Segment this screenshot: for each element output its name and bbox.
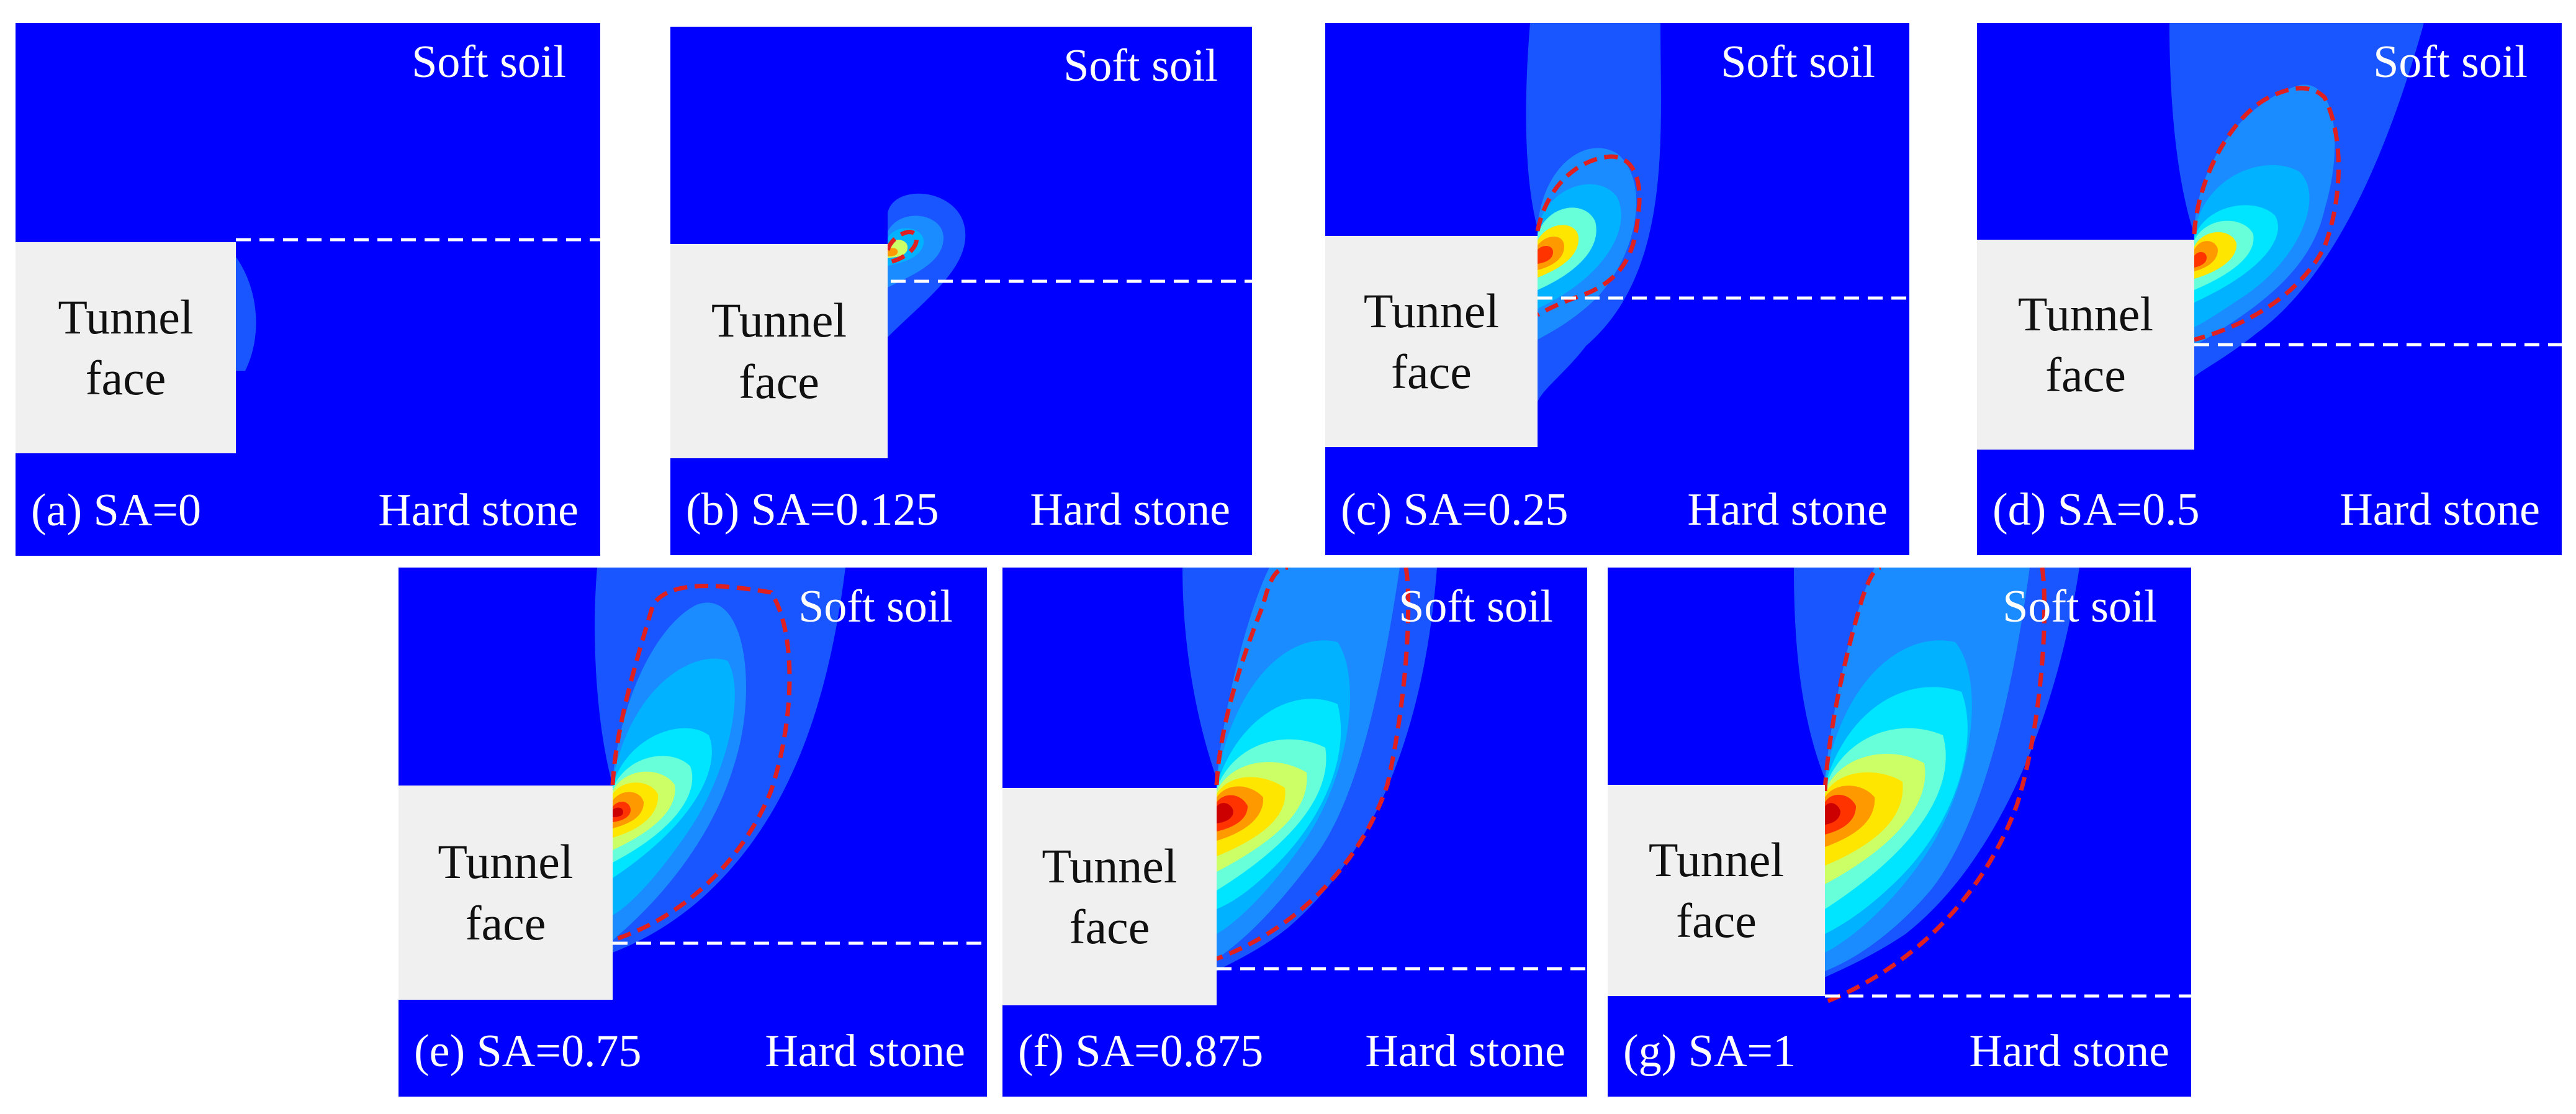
plastic-zone-boundary	[2192, 86, 2341, 342]
panel-caption: (a) SA=0	[31, 485, 201, 536]
tunnel-face-block: Tunnel face	[16, 242, 236, 453]
tunnel-face-label-line2: face	[2045, 348, 2126, 402]
panel-caption: (e) SA=0.75	[414, 1026, 642, 1077]
tunnel-face-label-line1: Tunnel	[711, 293, 847, 348]
tunnel-face-label-line1: Tunnel	[58, 289, 194, 344]
soft-soil-label: Soft soil	[2373, 37, 2528, 88]
tunnel-face-block: Tunnel face	[670, 244, 888, 458]
panel-c: Tunnel face Soft soil Hard stone (c) SA=…	[1325, 23, 1909, 555]
tunnel-face-label-line1: Tunnel	[1648, 832, 1785, 887]
tunnel-face-block: Tunnel face	[1608, 785, 1825, 996]
panel-f: Tunnel face Soft soil Hard stone (f) SA=…	[1002, 568, 1587, 1097]
tunnel-face-label-line1: Tunnel	[1042, 838, 1178, 893]
soft-soil-label: Soft soil	[2002, 581, 2157, 632]
panel-caption: (d) SA=0.5	[1993, 484, 2200, 535]
panel-g: Tunnel face Soft soil Hard stone (g) SA=…	[1608, 568, 2191, 1097]
soft-soil-label: Soft soil	[1398, 581, 1553, 632]
tunnel-face-label-line2: face	[1391, 345, 1472, 399]
hard-stone-label: Hard stone	[1969, 1026, 2169, 1077]
plastic-zone-boundary	[1822, 568, 2047, 1005]
panel-caption: (b) SA=0.125	[686, 484, 939, 535]
hard-stone-label: Hard stone	[1365, 1026, 1565, 1077]
plastic-zone-boundary	[610, 584, 792, 943]
tunnel-face-label-line1: Tunnel	[438, 835, 574, 889]
tunnel-face-label-line2: face	[739, 354, 819, 409]
panel-a: Tunnel face Soft soil Hard stone (a) SA=…	[16, 23, 600, 556]
panel-e: Tunnel face Soft soil Hard stone (e) SA=…	[399, 568, 987, 1097]
tunnel-face-label-line2: face	[85, 351, 166, 405]
panel-caption: (f) SA=0.875	[1018, 1026, 1264, 1077]
hard-stone-label: Hard stone	[1687, 484, 1888, 535]
soft-soil-label: Soft soil	[1063, 40, 1218, 91]
hard-stone-label: Hard stone	[2340, 484, 2540, 535]
tunnel-face-block: Tunnel face	[1977, 240, 2194, 450]
tunnel-face-label-line2: face	[1069, 900, 1150, 954]
soft-soil-label: Soft soil	[412, 37, 566, 88]
tunnel-face-block: Tunnel face	[399, 786, 613, 1000]
tunnel-face-block: Tunnel face	[1325, 236, 1538, 447]
panel-caption: (g) SA=1	[1623, 1026, 1796, 1077]
tunnel-face-block: Tunnel face	[1002, 788, 1217, 1005]
tunnel-face-label-line1: Tunnel	[2017, 286, 2154, 341]
tunnel-face-label-line1: Tunnel	[1363, 283, 1500, 338]
panel-caption: (c) SA=0.25	[1341, 484, 1569, 535]
soft-soil-label: Soft soil	[798, 581, 953, 632]
plastic-zone-boundary	[1535, 154, 1642, 317]
hard-stone-label: Hard stone	[1030, 484, 1230, 535]
plastic-zone-boundary	[1214, 568, 1411, 961]
tunnel-face-label-line2: face	[1676, 894, 1757, 948]
soft-soil-label: Soft soil	[1721, 37, 1875, 88]
tunnel-face-label-line2: face	[465, 895, 546, 950]
hard-stone-label: Hard stone	[765, 1026, 965, 1077]
hard-stone-label: Hard stone	[378, 485, 579, 536]
panel-d: Tunnel face Soft soil Hard stone (d) SA=…	[1977, 23, 2562, 555]
panel-b: Tunnel face Soft soil Hard stone (b) SA=…	[670, 27, 1252, 555]
plastic-zone-boundary	[885, 230, 919, 265]
